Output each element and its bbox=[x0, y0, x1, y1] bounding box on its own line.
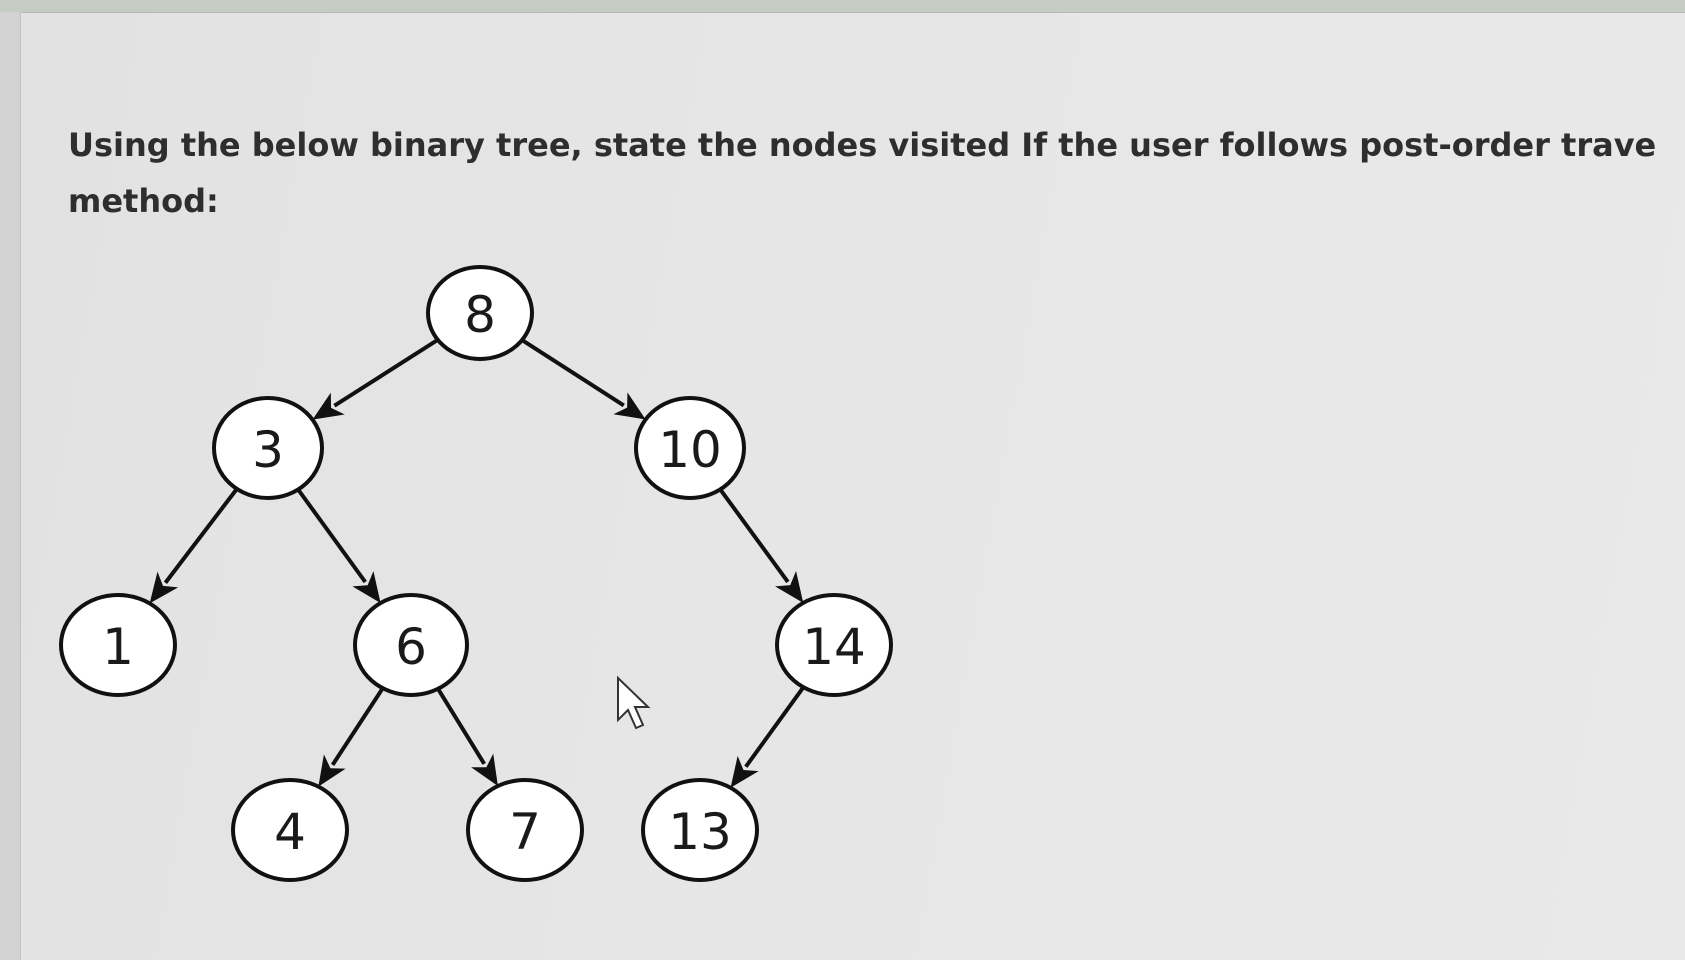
tree-edge-n3-n6 bbox=[296, 488, 381, 604]
tree-nodes: 8 3 10 1 6 14 4 7 13 bbox=[59, 265, 893, 882]
tree-edge-n10-n14 bbox=[718, 488, 804, 603]
arrow-head-icon bbox=[613, 392, 646, 420]
arrow-head-icon bbox=[775, 571, 804, 603]
node-label: 1 bbox=[102, 618, 134, 676]
edge-line bbox=[520, 338, 625, 408]
node-circle bbox=[634, 396, 746, 500]
question-text: Using the below binary tree, state the n… bbox=[68, 117, 1685, 229]
tree-edge-n6-n7 bbox=[436, 687, 498, 787]
tree-node-4: 4 bbox=[231, 778, 349, 882]
edge-line bbox=[333, 338, 439, 408]
edge-line bbox=[330, 687, 385, 766]
edge-line bbox=[744, 686, 806, 768]
tree-edge-n6-n4 bbox=[318, 687, 385, 787]
arrow-head-icon bbox=[312, 392, 345, 420]
node-circle bbox=[212, 396, 324, 500]
arrow-head-icon bbox=[730, 755, 759, 788]
arrow-head-icon bbox=[471, 753, 498, 787]
tree-edge-n3-n1 bbox=[149, 487, 239, 604]
edge-line bbox=[436, 687, 486, 765]
left-panel-edge bbox=[0, 12, 21, 960]
node-label: 3 bbox=[252, 421, 284, 479]
node-circle bbox=[775, 593, 893, 697]
tree-node-14: 14 bbox=[775, 593, 893, 697]
tree-node-1: 1 bbox=[59, 593, 177, 697]
node-circle bbox=[466, 778, 584, 882]
node-label: 10 bbox=[658, 421, 722, 479]
window-top-bar bbox=[0, 0, 1685, 13]
node-circle bbox=[641, 778, 759, 882]
tree-node-3: 3 bbox=[212, 396, 324, 500]
mouse-pointer-icon bbox=[617, 675, 651, 730]
node-circle bbox=[353, 593, 469, 697]
node-label: 8 bbox=[464, 286, 496, 344]
node-circle bbox=[426, 265, 534, 361]
tree-edges bbox=[149, 338, 806, 788]
tree-node-10: 10 bbox=[634, 396, 746, 500]
tree-edge-n14-n13 bbox=[730, 686, 806, 788]
node-circle bbox=[231, 778, 349, 882]
edge-line bbox=[718, 488, 790, 584]
tree-node-8: 8 bbox=[426, 265, 534, 361]
edge-line bbox=[163, 487, 239, 584]
node-label: 7 bbox=[509, 803, 541, 861]
tree-node-7: 7 bbox=[466, 778, 584, 882]
node-label: 13 bbox=[668, 803, 732, 861]
node-circle bbox=[59, 593, 177, 697]
arrow-head-icon bbox=[352, 571, 381, 604]
node-label: 4 bbox=[274, 803, 306, 861]
question-line-1: Using the below binary tree, state the n… bbox=[68, 126, 1657, 164]
arrow-head-icon bbox=[149, 571, 179, 604]
tree-edge-n8-n10 bbox=[520, 338, 646, 420]
tree-node-13: 13 bbox=[641, 778, 759, 882]
tree-node-6: 6 bbox=[353, 593, 469, 697]
node-label: 6 bbox=[395, 618, 427, 676]
node-label: 14 bbox=[802, 618, 866, 676]
edge-line bbox=[296, 488, 367, 584]
arrow-head-icon bbox=[318, 754, 346, 787]
tree-edge-n8-n3 bbox=[312, 338, 439, 420]
question-line-2: method: bbox=[68, 182, 219, 220]
